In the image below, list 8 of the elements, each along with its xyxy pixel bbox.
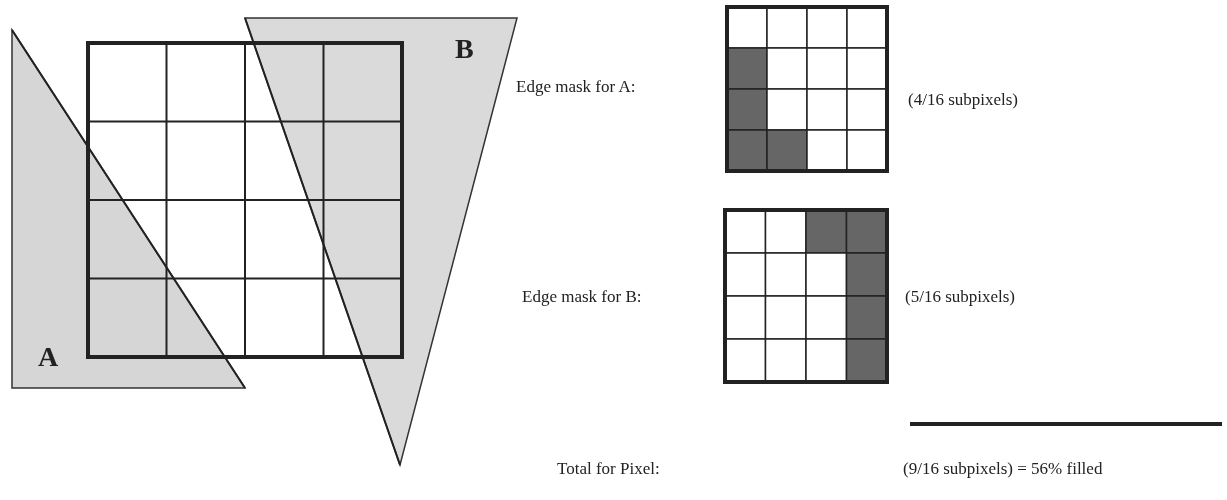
subpixel-count: (5/16 subpixels) (905, 287, 1016, 308)
subpixel-count: (4/16 subpixels) (908, 90, 1019, 111)
total-label: Total for Pixel: (557, 459, 660, 480)
triangle-letter: A (38, 340, 59, 374)
mask-caption: Edge mask for A: (516, 77, 636, 98)
total-value: (9/16 subpixels) = 56% filled (903, 459, 1103, 480)
triangle-letter: B (455, 32, 474, 66)
mask-caption: Edge mask for B: (522, 287, 642, 308)
